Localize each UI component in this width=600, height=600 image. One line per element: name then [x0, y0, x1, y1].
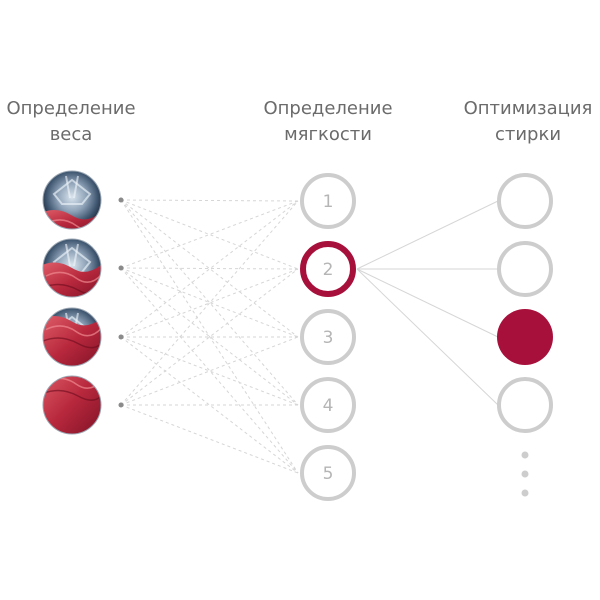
ellipsis-dot-3: [521, 489, 529, 497]
optimization-nodes: [497, 173, 553, 433]
softness-node-label: 1: [323, 192, 334, 212]
softness-node-ring: [300, 173, 356, 229]
column-title-softness: Определение мягкости: [263, 98, 393, 145]
connection-line-input-3-soft-1: [120, 200, 299, 338]
connection-line-input-4-soft-3: [120, 336, 299, 406]
optimization-node-4: [497, 377, 553, 433]
drum-laundry-small-load-icon: [42, 170, 102, 230]
optimization-node-3: [497, 309, 553, 365]
softness-to-output-connections: [356, 200, 499, 406]
input-to-softness-connections: [120, 199, 299, 474]
softness-node-5: 5: [300, 445, 356, 501]
input-dot-2: [118, 265, 124, 271]
connection-line-input-2-soft-1: [120, 200, 299, 269]
drum-laundry-large-load-icon: [42, 307, 102, 367]
softness-node-label: 5: [323, 464, 334, 484]
connection-line-input-1-soft-3: [120, 199, 299, 338]
softness-node-4: 4: [300, 377, 356, 433]
connection-line-input-3-soft-4: [120, 336, 299, 406]
connection-line-input-2-soft-5: [120, 267, 299, 474]
softness-node-label: 2: [323, 260, 334, 280]
input-dot-1: [118, 197, 124, 203]
weight-input-images: [42, 170, 102, 435]
connection-line-soft-2-output-4: [356, 268, 499, 406]
softness-node-2: 2: [300, 241, 356, 297]
softness-node-ring: [300, 241, 356, 297]
input-dot-4: [118, 402, 124, 408]
input-connector-dots: [118, 197, 124, 408]
connection-line-input-2-soft-3: [120, 267, 299, 338]
connection-line-input-4-soft-5: [120, 404, 299, 474]
softness-node-label: 4: [323, 396, 334, 416]
drum-laundry-medium-load-icon: [42, 238, 102, 298]
softness-node-label: 3: [323, 328, 334, 348]
softness-node-ring: [300, 309, 356, 365]
ellipsis-dot-2: [521, 470, 529, 478]
connection-line-input-2-soft-4: [120, 267, 299, 406]
column-title-optimization: Оптимизация стирки: [463, 98, 593, 145]
drum-laundry-full-load-icon: [42, 375, 102, 435]
softness-node-3: 3: [300, 309, 356, 365]
connection-line-input-1-soft-2: [120, 199, 299, 270]
optimization-node-2: [497, 241, 553, 297]
softness-nodes: 1 2 3 4 5: [300, 173, 356, 501]
connection-line-soft-2-output-3: [356, 268, 499, 338]
connection-line-input-1-soft-1: [120, 199, 299, 202]
more-outputs-ellipsis: [521, 451, 529, 497]
softness-node-ring: [300, 445, 356, 501]
softness-node-ring: [300, 377, 356, 433]
input-dot-3: [118, 334, 124, 340]
connection-line-soft-2-output-1: [356, 200, 499, 270]
connection-line-input-1-soft-4: [120, 199, 299, 406]
connection-line-input-3-soft-5: [120, 336, 299, 474]
connection-line-input-3-soft-2: [120, 268, 299, 338]
connection-line-input-1-soft-5: [120, 199, 299, 474]
column-title-weight: Определение веса: [6, 98, 136, 145]
optimization-node-1: [497, 173, 553, 229]
connection-line-input-4-soft-2: [120, 268, 299, 406]
connection-line-input-2-soft-2: [120, 267, 299, 270]
ellipsis-dot-1: [521, 451, 529, 459]
softness-node-1: 1: [300, 173, 356, 229]
